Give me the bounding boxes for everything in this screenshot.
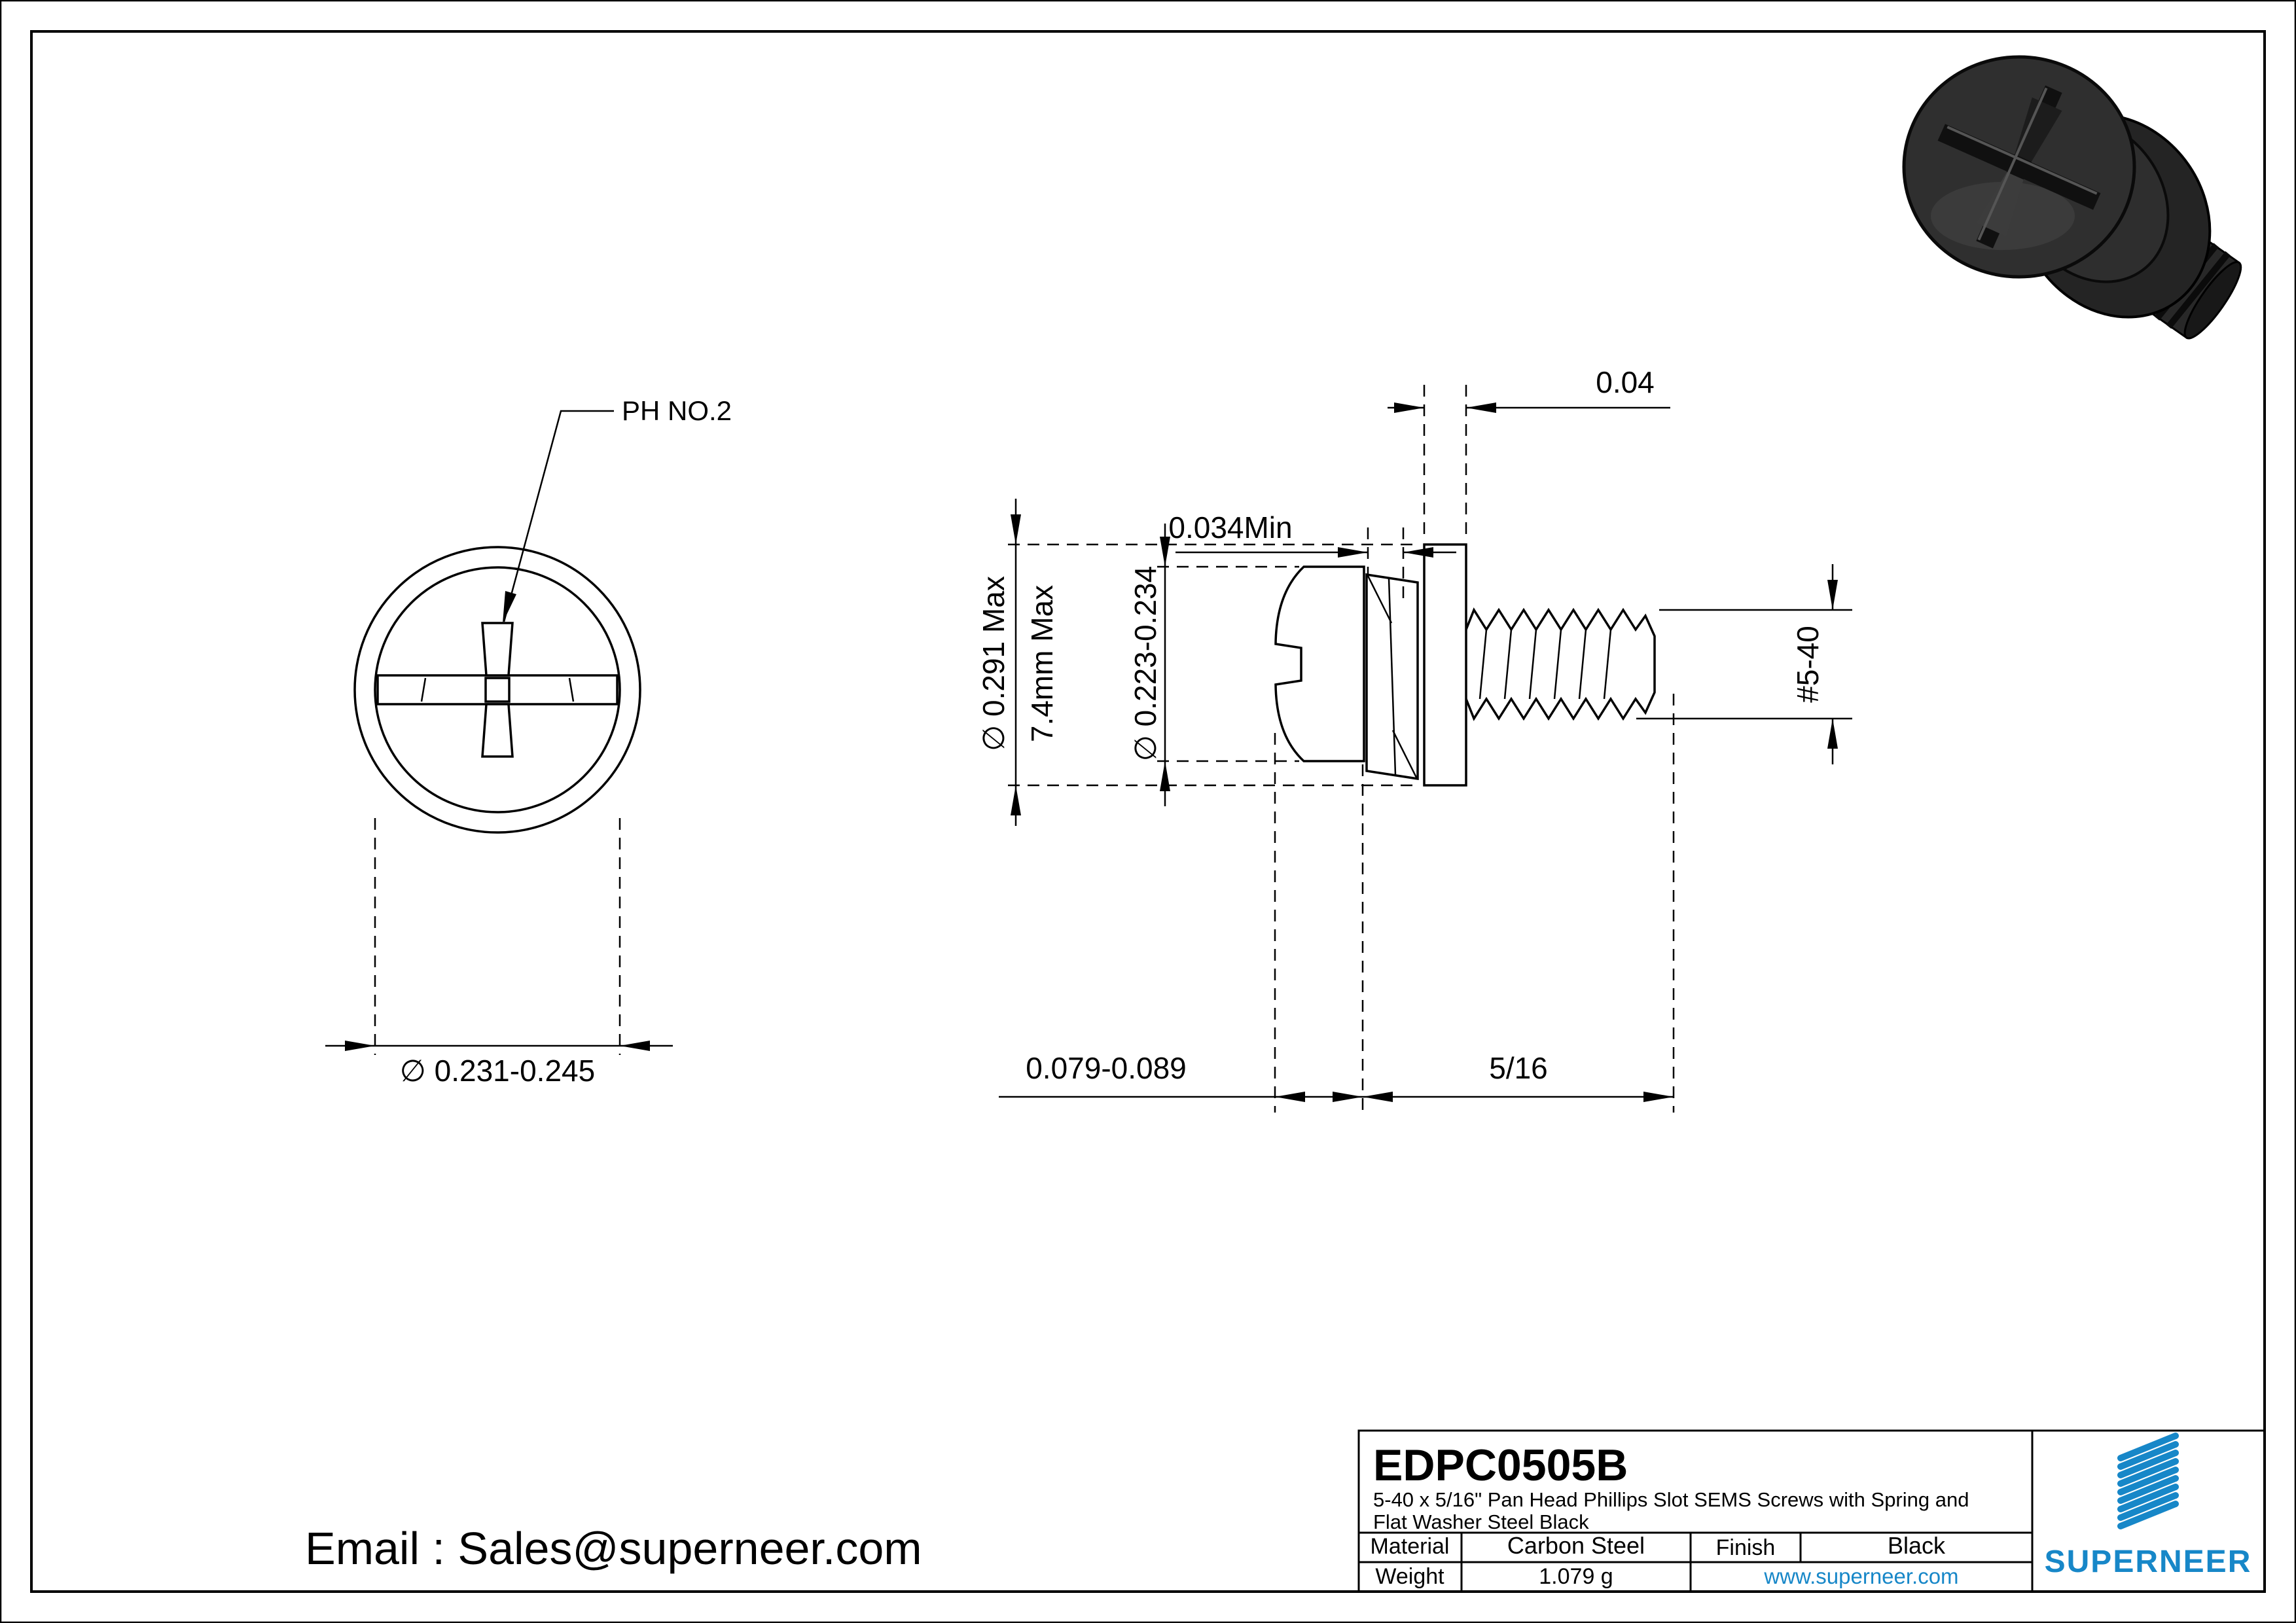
leader-arrowhead	[503, 591, 516, 623]
weight-value: 1.079 g	[1539, 1564, 1613, 1589]
arrowhead	[1394, 402, 1424, 413]
arrowhead	[1827, 580, 1838, 610]
arrowhead	[1275, 1092, 1305, 1102]
arrowhead	[1011, 785, 1021, 815]
slot-depth-line-left	[420, 677, 427, 702]
head-outer-circle	[374, 566, 621, 813]
washer-od-inch-label: ∅ 0.291 Max	[977, 576, 1011, 751]
phillips-center	[484, 677, 511, 703]
drive-label: PH NO.2	[622, 395, 732, 426]
material-value: Carbon Steel	[1507, 1532, 1645, 1559]
thread-size-label: #5-40	[1791, 626, 1825, 703]
superneer-logo-mark	[2117, 1433, 2179, 1529]
washer-outer-circle	[353, 546, 641, 834]
thread-helix-line	[1528, 629, 1537, 700]
thread-helix-line	[1578, 629, 1587, 700]
superneer-wordmark: SUPERNEER	[2045, 1544, 2252, 1579]
arrowhead	[1011, 514, 1021, 544]
spring-split-line	[1367, 575, 1393, 624]
slot-depth-line-right	[568, 677, 575, 702]
arrowhead	[1160, 761, 1170, 791]
head-od-label: ∅ 0.223-0.234	[1128, 566, 1162, 761]
arrowhead	[1160, 537, 1170, 567]
arrowhead	[1827, 719, 1838, 749]
arrowhead	[345, 1041, 375, 1051]
thread-helix-line	[1603, 629, 1612, 700]
spring-coil-line	[1388, 578, 1397, 776]
website-link[interactable]: www.superneer.com	[1763, 1564, 1958, 1588]
thread-profile	[1465, 607, 1656, 721]
contact-email: Email : Sales@superneer.com	[305, 1523, 922, 1574]
arrowhead	[1363, 1092, 1393, 1102]
arrowhead	[1338, 547, 1368, 558]
pan-head-profile	[1274, 565, 1365, 762]
side-view: 0.04 0.034Min ∅ 0.291 Max 7.4mm Max ∅ 0.…	[977, 365, 1852, 1113]
part-description-line2: Flat Washer Steel Black	[1373, 1510, 1589, 1533]
part-description-line1: 5-40 x 5/16" Pan Head Phillips Slot SEMS…	[1373, 1488, 1969, 1511]
arrowhead	[620, 1041, 650, 1051]
leader-line	[503, 410, 614, 622]
thread-length-label: 5/16	[1489, 1051, 1548, 1085]
front-view: PH NO.2 ∅ 0.231-0.245	[325, 395, 732, 1088]
thread-helix-line	[1479, 629, 1488, 700]
head-height-label: 0.079-0.089	[1026, 1051, 1187, 1085]
arrowhead	[1643, 1092, 1674, 1102]
material-label: Material	[1371, 1534, 1450, 1559]
finish-value: Black	[1888, 1532, 1946, 1559]
head-diameter-label: ∅ 0.231-0.245	[400, 1054, 595, 1088]
thread-helix-line	[1553, 629, 1562, 700]
phillips-arm-bottom	[481, 703, 514, 758]
spring-split-line	[1391, 730, 1418, 778]
phillips-recess-3d	[1937, 85, 2101, 249]
title-block: EDPC0505B 5-40 x 5/16" Pan Head Phillips…	[1357, 1429, 2266, 1593]
part-number: EDPC0505B	[1373, 1440, 1628, 1490]
washer-thickness-label: 0.04	[1596, 365, 1655, 399]
spring-min-label: 0.034Min	[1168, 510, 1292, 544]
screw-3d-render	[1902, 55, 2242, 340]
flat-washer	[1423, 543, 1467, 787]
finish-label: Finish	[1716, 1535, 1776, 1560]
weight-label: Weight	[1375, 1564, 1444, 1589]
thread-helix-line	[1503, 629, 1513, 700]
sheet-border	[30, 30, 2266, 1593]
washer-od-mm-label: 7.4mm Max	[1025, 585, 1059, 742]
title-block-frame	[1357, 1429, 2266, 1593]
phillips-arm-top	[481, 622, 514, 677]
arrowhead	[1333, 1092, 1363, 1102]
